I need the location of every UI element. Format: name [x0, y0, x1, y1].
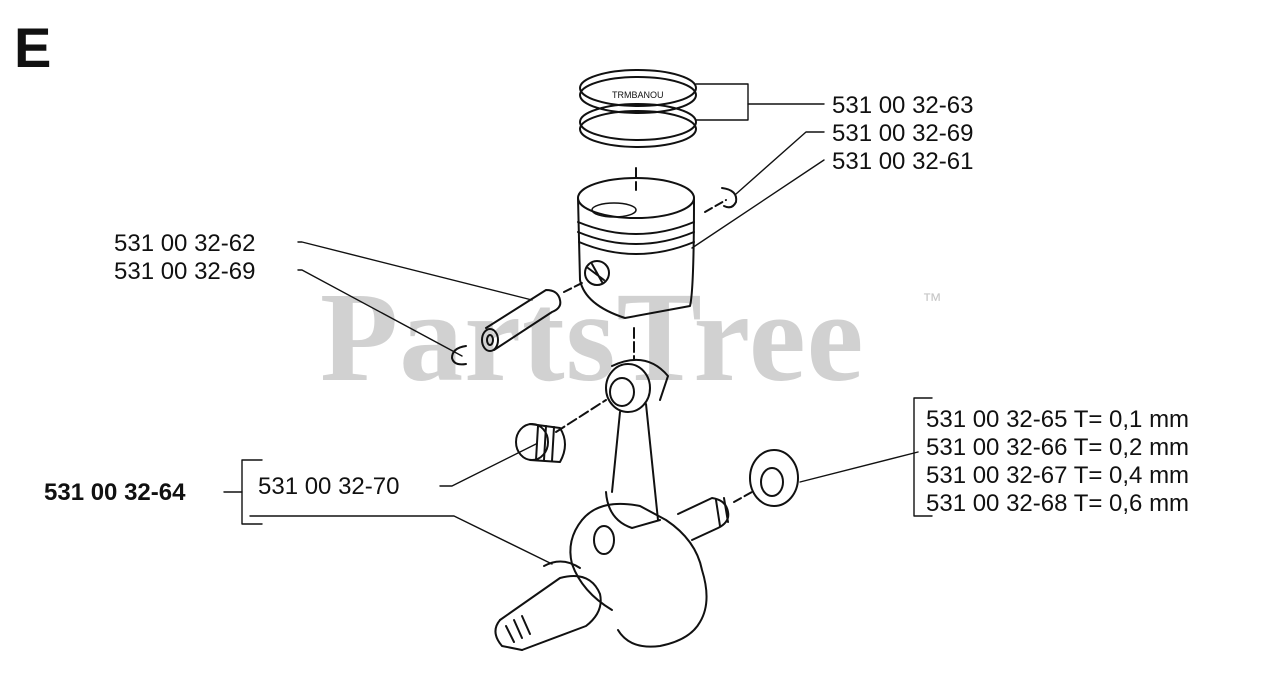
- circlip-right-drawing: [721, 187, 738, 209]
- part-label-shim[interactable]: 531 00 32-67 T= 0,4 mm: [926, 462, 1190, 489]
- part-label-shim[interactable]: 531 00 32-65 T= 0,1 mm: [926, 406, 1190, 433]
- piston-rings-drawing: TRMBANOU: [579, 69, 697, 148]
- brackets: [223, 397, 933, 525]
- piston-drawing: [577, 177, 695, 319]
- part-label-piston-pin[interactable]: 531 00 32-62: [114, 230, 256, 257]
- needle-bearing-drawing: [515, 423, 566, 463]
- part-label-shim[interactable]: 531 00 32-66 T= 0,2 mm: [926, 434, 1190, 461]
- svg-text:TRMBANOU: TRMBANOU: [612, 90, 664, 100]
- connecting-rod-drawing: [605, 359, 669, 529]
- leader-lines: [249, 83, 919, 565]
- shim-washer-drawing: [749, 449, 799, 507]
- section-letter: E: [14, 16, 52, 79]
- watermark: PartsTree: [320, 266, 865, 408]
- watermark-trademark: ™: [922, 290, 942, 312]
- part-label-shim[interactable]: 531 00 32-68 T= 0,6 mm: [926, 490, 1190, 517]
- part-label-crankshaft-assembly[interactable]: 531 00 32-64: [44, 479, 186, 506]
- part-label-circlip-left[interactable]: 531 00 32-69: [114, 258, 256, 285]
- part-label-needle-bearing[interactable]: 531 00 32-70: [258, 473, 400, 500]
- circlip-left-drawing: [451, 345, 467, 366]
- part-label-piston-rings[interactable]: 531 00 32-63: [832, 92, 974, 119]
- crankshaft-drawing: [494, 497, 730, 651]
- part-label-circlip-right[interactable]: 531 00 32-69: [832, 120, 974, 147]
- piston-pin-drawing: [481, 289, 562, 352]
- part-label-piston[interactable]: 531 00 32-61: [832, 148, 974, 175]
